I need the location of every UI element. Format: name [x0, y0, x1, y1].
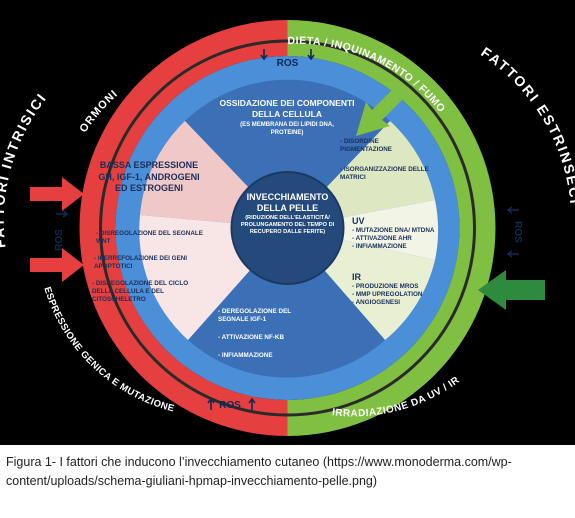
- center-title: INVECCHIAMENTO DELLA PELLE: [246, 192, 329, 213]
- segment-bottom-item: - INFIAMMAZIONE: [218, 352, 273, 359]
- segment-right-ir-item: - MMP UPREGOLATION: [352, 291, 423, 298]
- segment-lower-left-list: - DISREGOLAZIONE DEL SEGNALE WNT - IPERR…: [88, 230, 206, 304]
- figure-caption: Figura 1- I fattori che inducono l’invec…: [6, 455, 512, 488]
- arrow-green-lower-icon: [478, 270, 545, 310]
- ros-right-arrow-bottom-icon: [506, 250, 519, 258]
- ros-top-arrow-left-icon: [260, 49, 268, 61]
- ros-right-label: ROS: [512, 221, 523, 243]
- arrow-green-upper-icon: [356, 86, 406, 136]
- segment-lower-left-item: - IPERREFOLAZIONE DEI GENI APOPTOTICI: [94, 255, 188, 270]
- ros-left-arrow-top-icon: [56, 210, 69, 218]
- ros-bottom-label: ROS: [219, 400, 241, 411]
- ros-top: ROS: [260, 49, 315, 69]
- outer-label-left: FATTORI INTRISICI: [0, 89, 50, 249]
- segment-upper-right-item: - DISORDINE PIGMENTAZIONE: [340, 138, 393, 153]
- segment-right-ir-heading: IR: [352, 272, 361, 282]
- ros-left-label: ROS: [54, 229, 65, 251]
- segment-upper-right-item: - ISORGANIZZAZIONE DELLE MATRICI: [340, 166, 429, 181]
- figure-panel: FATTORI INTRISICI FATTORI ESTRINSECI ORM…: [0, 0, 575, 445]
- segment-upper-right-list: - DISORDINE PIGMENTAZIONE - ISORGANIZZAZ…: [340, 138, 430, 182]
- arrow-red-upper-icon: [30, 177, 84, 211]
- center-disc: [230, 171, 345, 285]
- ros-right-arrow-top-icon: [506, 206, 519, 214]
- segment-right-ir-item: - PRODUZIONE MROS: [352, 283, 419, 290]
- ros-right: ROS: [506, 206, 523, 258]
- outer-ring-separator: [99, 39, 476, 417]
- segment-upper-left-text: BASSA ESPRESSIONE GH, IGF-1, ANDROGENI E…: [98, 160, 200, 193]
- ros-top-label: ROS: [277, 58, 299, 69]
- center-subtitle: (RIDUZIONE DELL'ELASTICITÀ/ PROLUNGAMENT…: [240, 215, 335, 235]
- center-text: INVECCHIAMENTO DELLA PELLE (RIDUZIONE DE…: [237, 192, 338, 236]
- segment-top-text: OSSIDAZIONE DEI COMPONENTI DELLA CELLULA…: [212, 98, 362, 137]
- segment-top-title: OSSIDAZIONE DEI COMPONENTI DELLA CELLULA: [219, 98, 355, 119]
- segment-right-uv: UV - MUTAZIONE DNA/ MTDNA - ATTIVAZIONE …: [352, 216, 442, 251]
- segment-right-uv-item: - MUTAZIONE DNA/ MTDNA: [352, 227, 435, 234]
- ros-bottom-arrow-left-icon: [207, 397, 215, 410]
- sector-bottom: [188, 228, 385, 378]
- sector-right-uv: [287, 200, 439, 260]
- segment-top-note: (ES MEMBRANA DEI LIPIDI DNA, PROTEINE): [240, 122, 334, 136]
- segment-right-ir-item: - ANGIOGENESI: [352, 299, 401, 306]
- skin-aging-diagram: FATTORI INTRISICI FATTORI ESTRINSECI ORM…: [0, 20, 575, 436]
- ros-bottom-arrow-right-icon: [248, 397, 256, 410]
- ros-top-arrow-right-icon: [307, 49, 315, 61]
- segment-lower-left-item: - DISREGOLAZIONE DEL SEGNALE WNT: [96, 230, 203, 245]
- segment-right-uv-item: - ATTIVAZIONE AHR: [352, 235, 412, 242]
- sector-top: [185, 79, 390, 228]
- segment-bottom-item: - ATTIVAZIONE NF-KB: [218, 334, 284, 341]
- segment-lower-left-item: - DISREGOLAZIONE DEL CICLO DELLA CELLULA…: [92, 280, 189, 303]
- segment-right-uv-item: - INFIAMMAZIONE: [352, 243, 407, 250]
- segment-right-uv-heading: UV: [352, 216, 365, 226]
- arrow-red-lower-icon: [30, 248, 84, 282]
- segment-bottom-list: - DEREGOLAZIONE DEL SEGNALE IGF-1 - ATTI…: [218, 308, 318, 360]
- ros-bottom: ROS: [207, 397, 256, 411]
- segment-bottom-item: - DEREGOLAZIONE DEL SEGNALE IGF-1: [218, 308, 292, 323]
- segment-right-ir: IR - PRODUZIONE MROS - MMP UPREGOLATION …: [352, 272, 442, 307]
- outer-label-right: FATTORI ESTRINSECI: [478, 44, 575, 206]
